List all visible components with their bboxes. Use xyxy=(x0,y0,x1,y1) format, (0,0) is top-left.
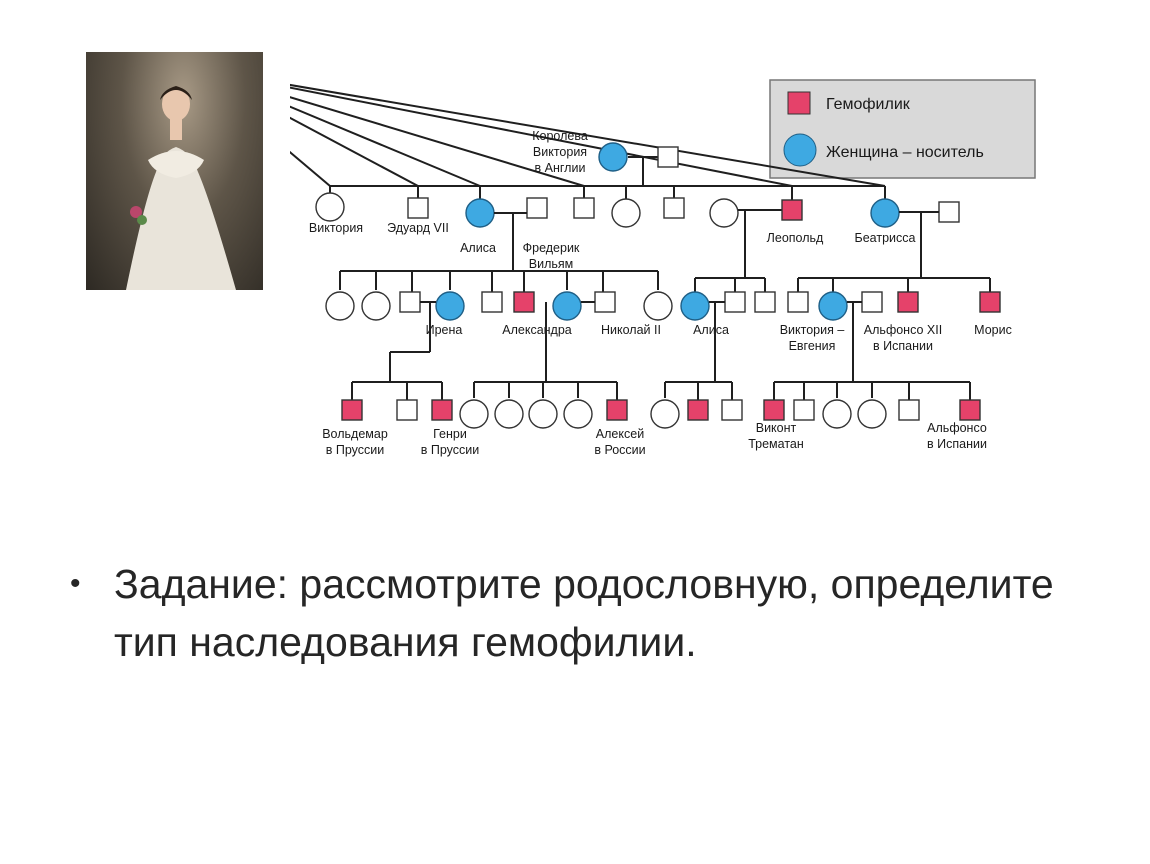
bullet-icon: • xyxy=(70,567,81,600)
pedigree-line xyxy=(290,105,481,187)
person-label: Альфонсо xyxy=(927,421,987,435)
person-label: Морис xyxy=(974,323,1012,337)
person-label: Беатрисса xyxy=(855,231,916,245)
male-symbol xyxy=(793,399,815,421)
person-label: Эдуард VII xyxy=(387,221,449,235)
task-text: Задание: рассмотрите родословную, опреде… xyxy=(114,561,1054,665)
female-symbol xyxy=(643,291,673,321)
female-symbol xyxy=(822,399,852,429)
person-label: Генри xyxy=(433,427,467,441)
person-label: в Испании xyxy=(927,437,987,451)
male-symbol xyxy=(898,399,920,421)
person-label: в России xyxy=(594,443,645,457)
person-label: Фредерик xyxy=(523,241,580,255)
person-label: Альфонсо XII xyxy=(864,323,942,337)
male-symbol xyxy=(399,291,421,313)
hemophiliac-male-symbol xyxy=(763,399,785,421)
carrier-female-symbol xyxy=(818,291,848,321)
person-label: Евгения xyxy=(789,339,836,353)
legend-box xyxy=(769,79,1036,179)
person-label: Виктория – xyxy=(780,323,845,337)
person-label: Вольдемар xyxy=(322,427,388,441)
hemophiliac-male-symbol xyxy=(687,399,709,421)
male-symbol xyxy=(721,399,743,421)
male-symbol xyxy=(573,197,595,219)
pedigree-line xyxy=(290,86,793,187)
queen-victoria-portrait xyxy=(86,52,263,290)
male-symbol xyxy=(861,291,883,313)
male-symbol xyxy=(754,291,776,313)
carrier-female-symbol xyxy=(870,198,900,228)
female-symbol xyxy=(563,399,593,429)
male-symbol xyxy=(724,291,746,313)
task-bullet: • Задание: рассмотрите родословную, опре… xyxy=(70,555,1110,671)
hemophiliac-male-symbol xyxy=(341,399,363,421)
legend-hemophiliac-symbol xyxy=(787,91,811,115)
person-label: Вильям xyxy=(529,257,574,271)
female-symbol xyxy=(494,399,524,429)
male-symbol xyxy=(938,201,960,223)
female-symbol xyxy=(611,198,641,228)
person-label: Николай II xyxy=(601,323,661,337)
person-label: Алексей xyxy=(596,427,644,441)
person-label: Виктория xyxy=(309,221,363,235)
pedigree-line xyxy=(290,150,331,187)
male-symbol xyxy=(657,146,679,168)
female-symbol xyxy=(857,399,887,429)
carrier-female-symbol xyxy=(680,291,710,321)
person-label: в Пруссии xyxy=(421,443,480,457)
male-symbol xyxy=(526,197,548,219)
legend-carrier-label: Женщина – носитель xyxy=(826,144,984,161)
pedigree-line xyxy=(290,83,886,187)
female-symbol xyxy=(528,399,558,429)
pedigree-line xyxy=(290,116,419,187)
female-symbol xyxy=(315,192,345,222)
female-symbol xyxy=(709,198,739,228)
hemophiliac-male-symbol xyxy=(431,399,453,421)
carrier-female-symbol xyxy=(465,198,495,228)
hemophiliac-male-symbol xyxy=(959,399,981,421)
person-label: Александра xyxy=(502,323,572,337)
legend-carrier-symbol xyxy=(783,133,817,167)
person-label: Виктория xyxy=(533,145,587,159)
hemophiliac-male-symbol xyxy=(979,291,1001,313)
person-label: в Пруссии xyxy=(326,443,385,457)
hemophiliac-male-symbol xyxy=(897,291,919,313)
pedigree-line xyxy=(290,96,585,187)
person-label: Трематан xyxy=(748,437,804,451)
hemophiliac-male-symbol xyxy=(606,399,628,421)
person-label: Алиса xyxy=(693,323,729,337)
carrier-female-symbol xyxy=(552,291,582,321)
male-symbol xyxy=(787,291,809,313)
hemophiliac-male-symbol xyxy=(513,291,535,313)
person-label: Алиса xyxy=(460,241,496,255)
person-label: Виконт xyxy=(756,421,797,435)
female-symbol xyxy=(361,291,391,321)
female-symbol xyxy=(650,399,680,429)
person-label: Ирена xyxy=(426,323,463,337)
hemophiliac-male-symbol xyxy=(781,199,803,221)
male-symbol xyxy=(396,399,418,421)
carrier-female-symbol xyxy=(435,291,465,321)
female-symbol xyxy=(459,399,489,429)
person-label: в Испании xyxy=(873,339,933,353)
carrier-female-symbol xyxy=(598,142,628,172)
person-label: Королева xyxy=(532,129,588,143)
person-label: в Англии xyxy=(535,161,586,175)
male-symbol xyxy=(481,291,503,313)
legend-hemophiliac-label: Гемофилик xyxy=(826,96,911,113)
male-symbol xyxy=(594,291,616,313)
person-label: Леопольд xyxy=(767,231,824,245)
portrait-painting-icon xyxy=(126,86,236,290)
male-symbol xyxy=(407,197,429,219)
female-symbol xyxy=(325,291,355,321)
male-symbol xyxy=(663,197,685,219)
